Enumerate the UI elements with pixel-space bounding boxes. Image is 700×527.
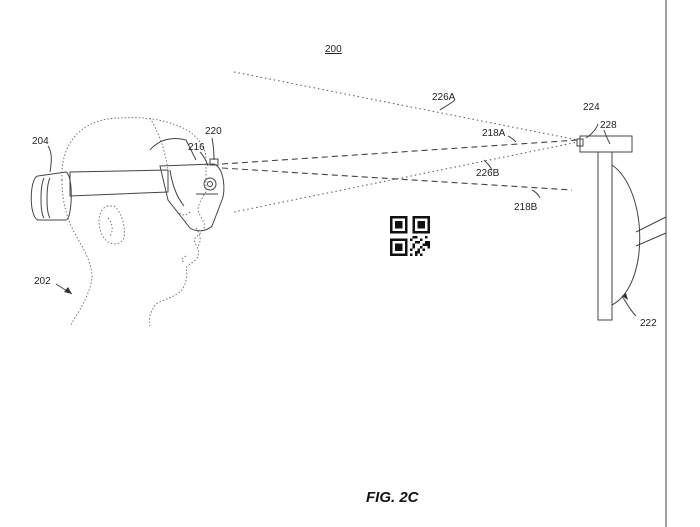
arrowhead-222 [622, 293, 628, 300]
arrowhead-202 [64, 287, 72, 294]
ref-220-label: 220 [205, 126, 222, 137]
user-head [61, 117, 207, 327]
ref-216-label: 216 [188, 142, 205, 153]
display-top-housing [579, 135, 633, 153]
ref-222-label: 222 [640, 318, 657, 329]
ref-218b-label: 218B [514, 202, 538, 213]
qr-code [390, 216, 430, 256]
ray-218a-line [221, 139, 579, 165]
display-sensor-box [576, 138, 584, 147]
wall-mount-arm [635, 216, 667, 247]
display-panel [597, 151, 613, 321]
ref-228-label: 228 [600, 120, 617, 131]
ref-200-label: 200 [325, 44, 342, 55]
ray-226a-line [233, 71, 579, 141]
ref-202-label: 202 [34, 276, 51, 287]
ref-218a-label: 218A [482, 128, 506, 139]
leader-lines [47, 99, 637, 317]
ray-218b-line [221, 167, 573, 191]
ref-204-label: 204 [32, 136, 49, 147]
ref-224-label: 224 [583, 102, 600, 113]
ref-226b-label: 226B [476, 168, 500, 179]
ref-226a-label: 226A [432, 92, 456, 103]
display-back [611, 164, 641, 306]
figure-caption: FIG. 2C [366, 489, 420, 506]
ray-226b-line [233, 141, 579, 213]
